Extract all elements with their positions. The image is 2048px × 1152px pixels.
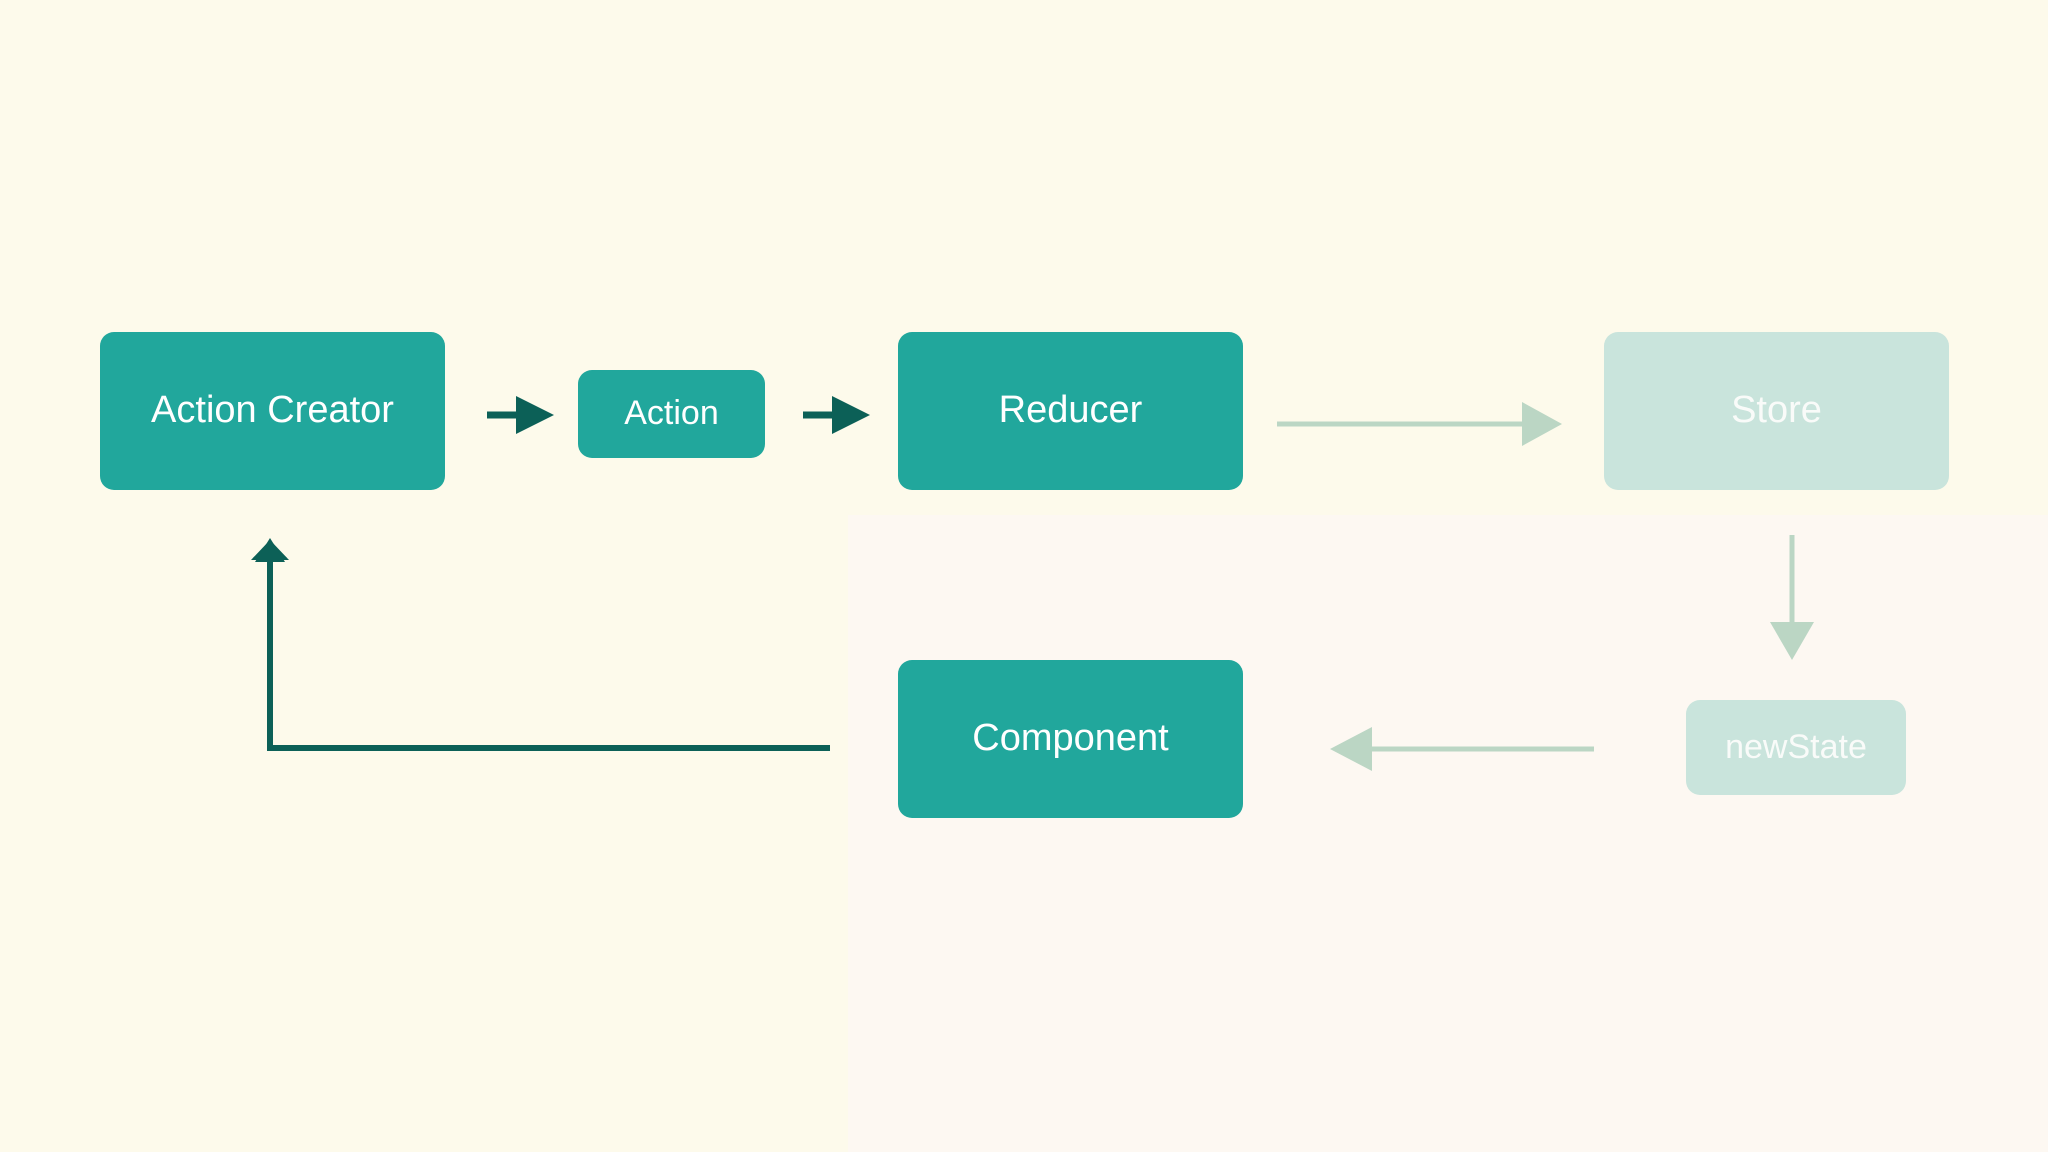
node-label-store: Store bbox=[1731, 389, 1822, 432]
node-label-action-creator: Action Creator bbox=[151, 389, 394, 432]
node-component[interactable]: Component bbox=[898, 660, 1243, 818]
edge-reducer-to-store bbox=[1277, 402, 1562, 446]
edge-action-creator-to-action bbox=[487, 396, 554, 434]
edge-action-to-reducer bbox=[803, 396, 870, 434]
background-panel bbox=[848, 515, 2048, 1152]
node-action[interactable]: Action bbox=[578, 370, 765, 458]
node-reducer[interactable]: Reducer bbox=[898, 332, 1243, 490]
node-action-creator[interactable]: Action Creator bbox=[100, 332, 445, 490]
edge-store-to-newstate bbox=[1770, 535, 1814, 660]
node-store[interactable]: Store bbox=[1604, 332, 1949, 490]
node-label-action: Action bbox=[624, 394, 719, 433]
node-newstate[interactable]: newState bbox=[1686, 700, 1906, 795]
node-label-newstate: newState bbox=[1725, 727, 1867, 766]
node-label-reducer: Reducer bbox=[998, 389, 1143, 432]
node-label-component: Component bbox=[972, 717, 1169, 760]
edge-component-to-action-creator bbox=[251, 538, 830, 751]
edge-newstate-to-component bbox=[1330, 727, 1594, 771]
